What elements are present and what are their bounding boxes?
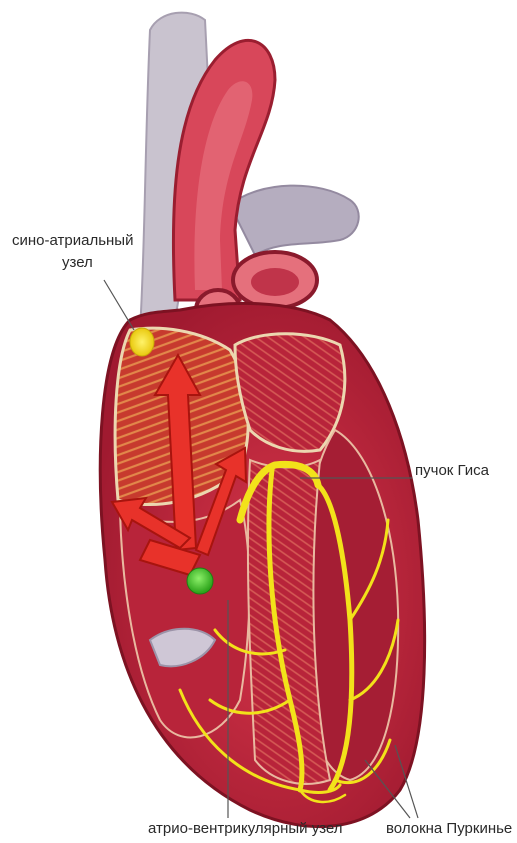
sa-node-label-line1: сино-атриальный [12, 232, 133, 250]
bundle-of-his-label: пучок Гиса [415, 462, 489, 480]
sa-node-label-line2: узел [62, 254, 93, 272]
leader-sa-node [104, 280, 134, 330]
av-node [187, 568, 213, 594]
pulmonary-artery [230, 186, 359, 255]
sa-node [130, 328, 154, 356]
pulmonary-valve-lumen [251, 268, 299, 296]
av-node-label: атрио-вентрикулярный узел [148, 820, 343, 838]
purkinje-fibers-label: волокна Пуркинье [386, 820, 512, 838]
